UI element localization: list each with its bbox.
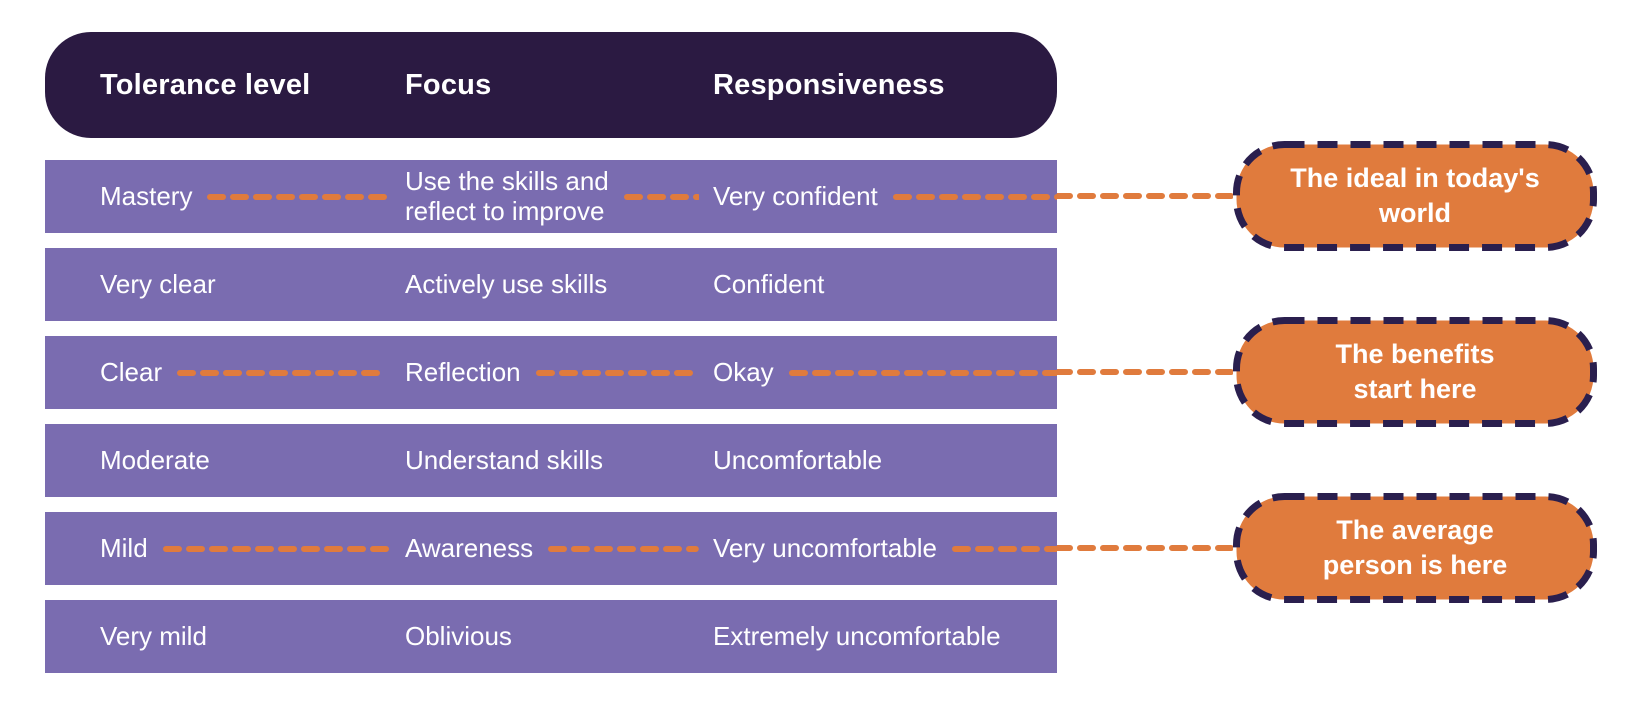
table-row-moderate: Moderate Understand skills Uncomfortable: [45, 424, 1057, 497]
cell-text: Extremely uncomfortable: [713, 621, 1001, 651]
callout-ideal-in-todays-world: The ideal in today's world: [1232, 140, 1598, 252]
table-row-very-mild: Very mild Oblivious Extremely uncomforta…: [45, 600, 1057, 673]
table-row-mastery: Mastery Use the skills and reflect to im…: [45, 160, 1057, 233]
cell-responsiveness: Very uncomfortable: [713, 533, 1057, 564]
cell-focus: Reflection: [405, 357, 713, 388]
dashed-line: [206, 193, 391, 201]
cell-text: Reflection: [405, 357, 521, 387]
callout-text-line2: person is here: [1322, 550, 1508, 580]
callout-dashed-border: [1233, 317, 1597, 427]
callout-dashed-border: [1233, 493, 1597, 603]
callout-text: The benefits start here: [1232, 316, 1598, 428]
table-row-very-clear: Very clear Actively use skills Confident: [45, 248, 1057, 321]
cell-responsiveness: Uncomfortable: [713, 445, 1057, 476]
callout-text-line1: The ideal in today's: [1290, 162, 1540, 193]
cell-text: Use the skills and reflect to improve: [405, 166, 609, 226]
header-label-focus: Focus: [405, 68, 492, 101]
callout-text-line1: The average: [1336, 514, 1494, 545]
connector-line-mastery-to-ideal: [1057, 192, 1233, 200]
header-cell-tolerance-level: Tolerance level: [45, 69, 405, 102]
cell-text: Understand skills: [405, 445, 603, 475]
cell-responsiveness: Okay: [713, 357, 1057, 388]
cell-focus: Use the skills and reflect to improve: [405, 166, 713, 226]
callout-text: The average person is here: [1232, 492, 1598, 604]
cell-focus: Actively use skills: [405, 269, 713, 300]
cell-text-line2: reflect to improve: [405, 195, 605, 226]
dashed-line: [535, 369, 699, 377]
cell-text: Very clear: [100, 269, 216, 299]
dashed-line: [162, 545, 391, 553]
cell-text: Confident: [713, 269, 825, 299]
callout-average-person-here: The average person is here: [1232, 492, 1598, 604]
cell-tolerance: Clear: [45, 357, 405, 388]
connector-line-mild-to-average: [1057, 544, 1233, 552]
cell-responsiveness: Extremely uncomfortable: [713, 621, 1057, 652]
cell-text: Mastery: [100, 181, 193, 211]
cell-tolerance: Very clear: [45, 269, 405, 300]
cell-focus: Understand skills: [405, 445, 713, 476]
dashed-line: [951, 545, 1057, 553]
cell-responsiveness: Very confident: [713, 181, 1057, 212]
cell-text-line1: Use the skills and: [405, 166, 609, 197]
cell-text: Very uncomfortable: [713, 533, 938, 563]
table-header: Tolerance level Focus Responsiveness: [45, 32, 1057, 138]
header-cell-focus: Focus: [405, 69, 713, 102]
cell-text: Mild: [100, 533, 148, 563]
cell-text: Okay: [713, 357, 774, 387]
cell-focus: Oblivious: [405, 621, 713, 652]
callout-benefits-start-here: The benefits start here: [1232, 316, 1598, 428]
cell-text: Actively use skills: [405, 269, 608, 299]
header-label-tolerance-level: Tolerance level: [100, 68, 311, 101]
cell-tolerance: Mastery: [45, 181, 405, 212]
header-label-responsiveness: Responsiveness: [713, 68, 945, 101]
callout-text-line2: start here: [1353, 374, 1477, 404]
dashed-line: [623, 193, 699, 201]
callout-text-line1: The benefits: [1335, 338, 1495, 369]
cell-text: Very confident: [713, 181, 878, 211]
connector-line-clear-to-benefits: [1057, 368, 1233, 376]
dashed-line: [788, 369, 1057, 377]
dashed-line: [892, 193, 1057, 201]
cell-text: Awareness: [405, 533, 534, 563]
callout-dashed-border: [1233, 141, 1597, 251]
cell-responsiveness: Confident: [713, 269, 1057, 300]
callout-text-line2: world: [1379, 198, 1451, 228]
cell-tolerance: Moderate: [45, 445, 405, 476]
cell-focus: Awareness: [405, 533, 713, 564]
cell-text: Moderate: [100, 445, 210, 475]
header-cell-responsiveness: Responsiveness: [713, 69, 1057, 102]
cell-text: Clear: [100, 357, 163, 387]
dashed-line: [176, 369, 391, 377]
cell-text: Oblivious: [405, 621, 512, 651]
table-row-mild: Mild Awareness Very uncomfortable: [45, 512, 1057, 585]
dashed-line: [547, 545, 699, 553]
table-row-clear: Clear Reflection Okay: [45, 336, 1057, 409]
cell-tolerance: Very mild: [45, 621, 405, 652]
cell-tolerance: Mild: [45, 533, 405, 564]
cell-text: Uncomfortable: [713, 445, 883, 475]
cell-text: Very mild: [100, 621, 207, 651]
callout-text: The ideal in today's world: [1232, 140, 1598, 252]
